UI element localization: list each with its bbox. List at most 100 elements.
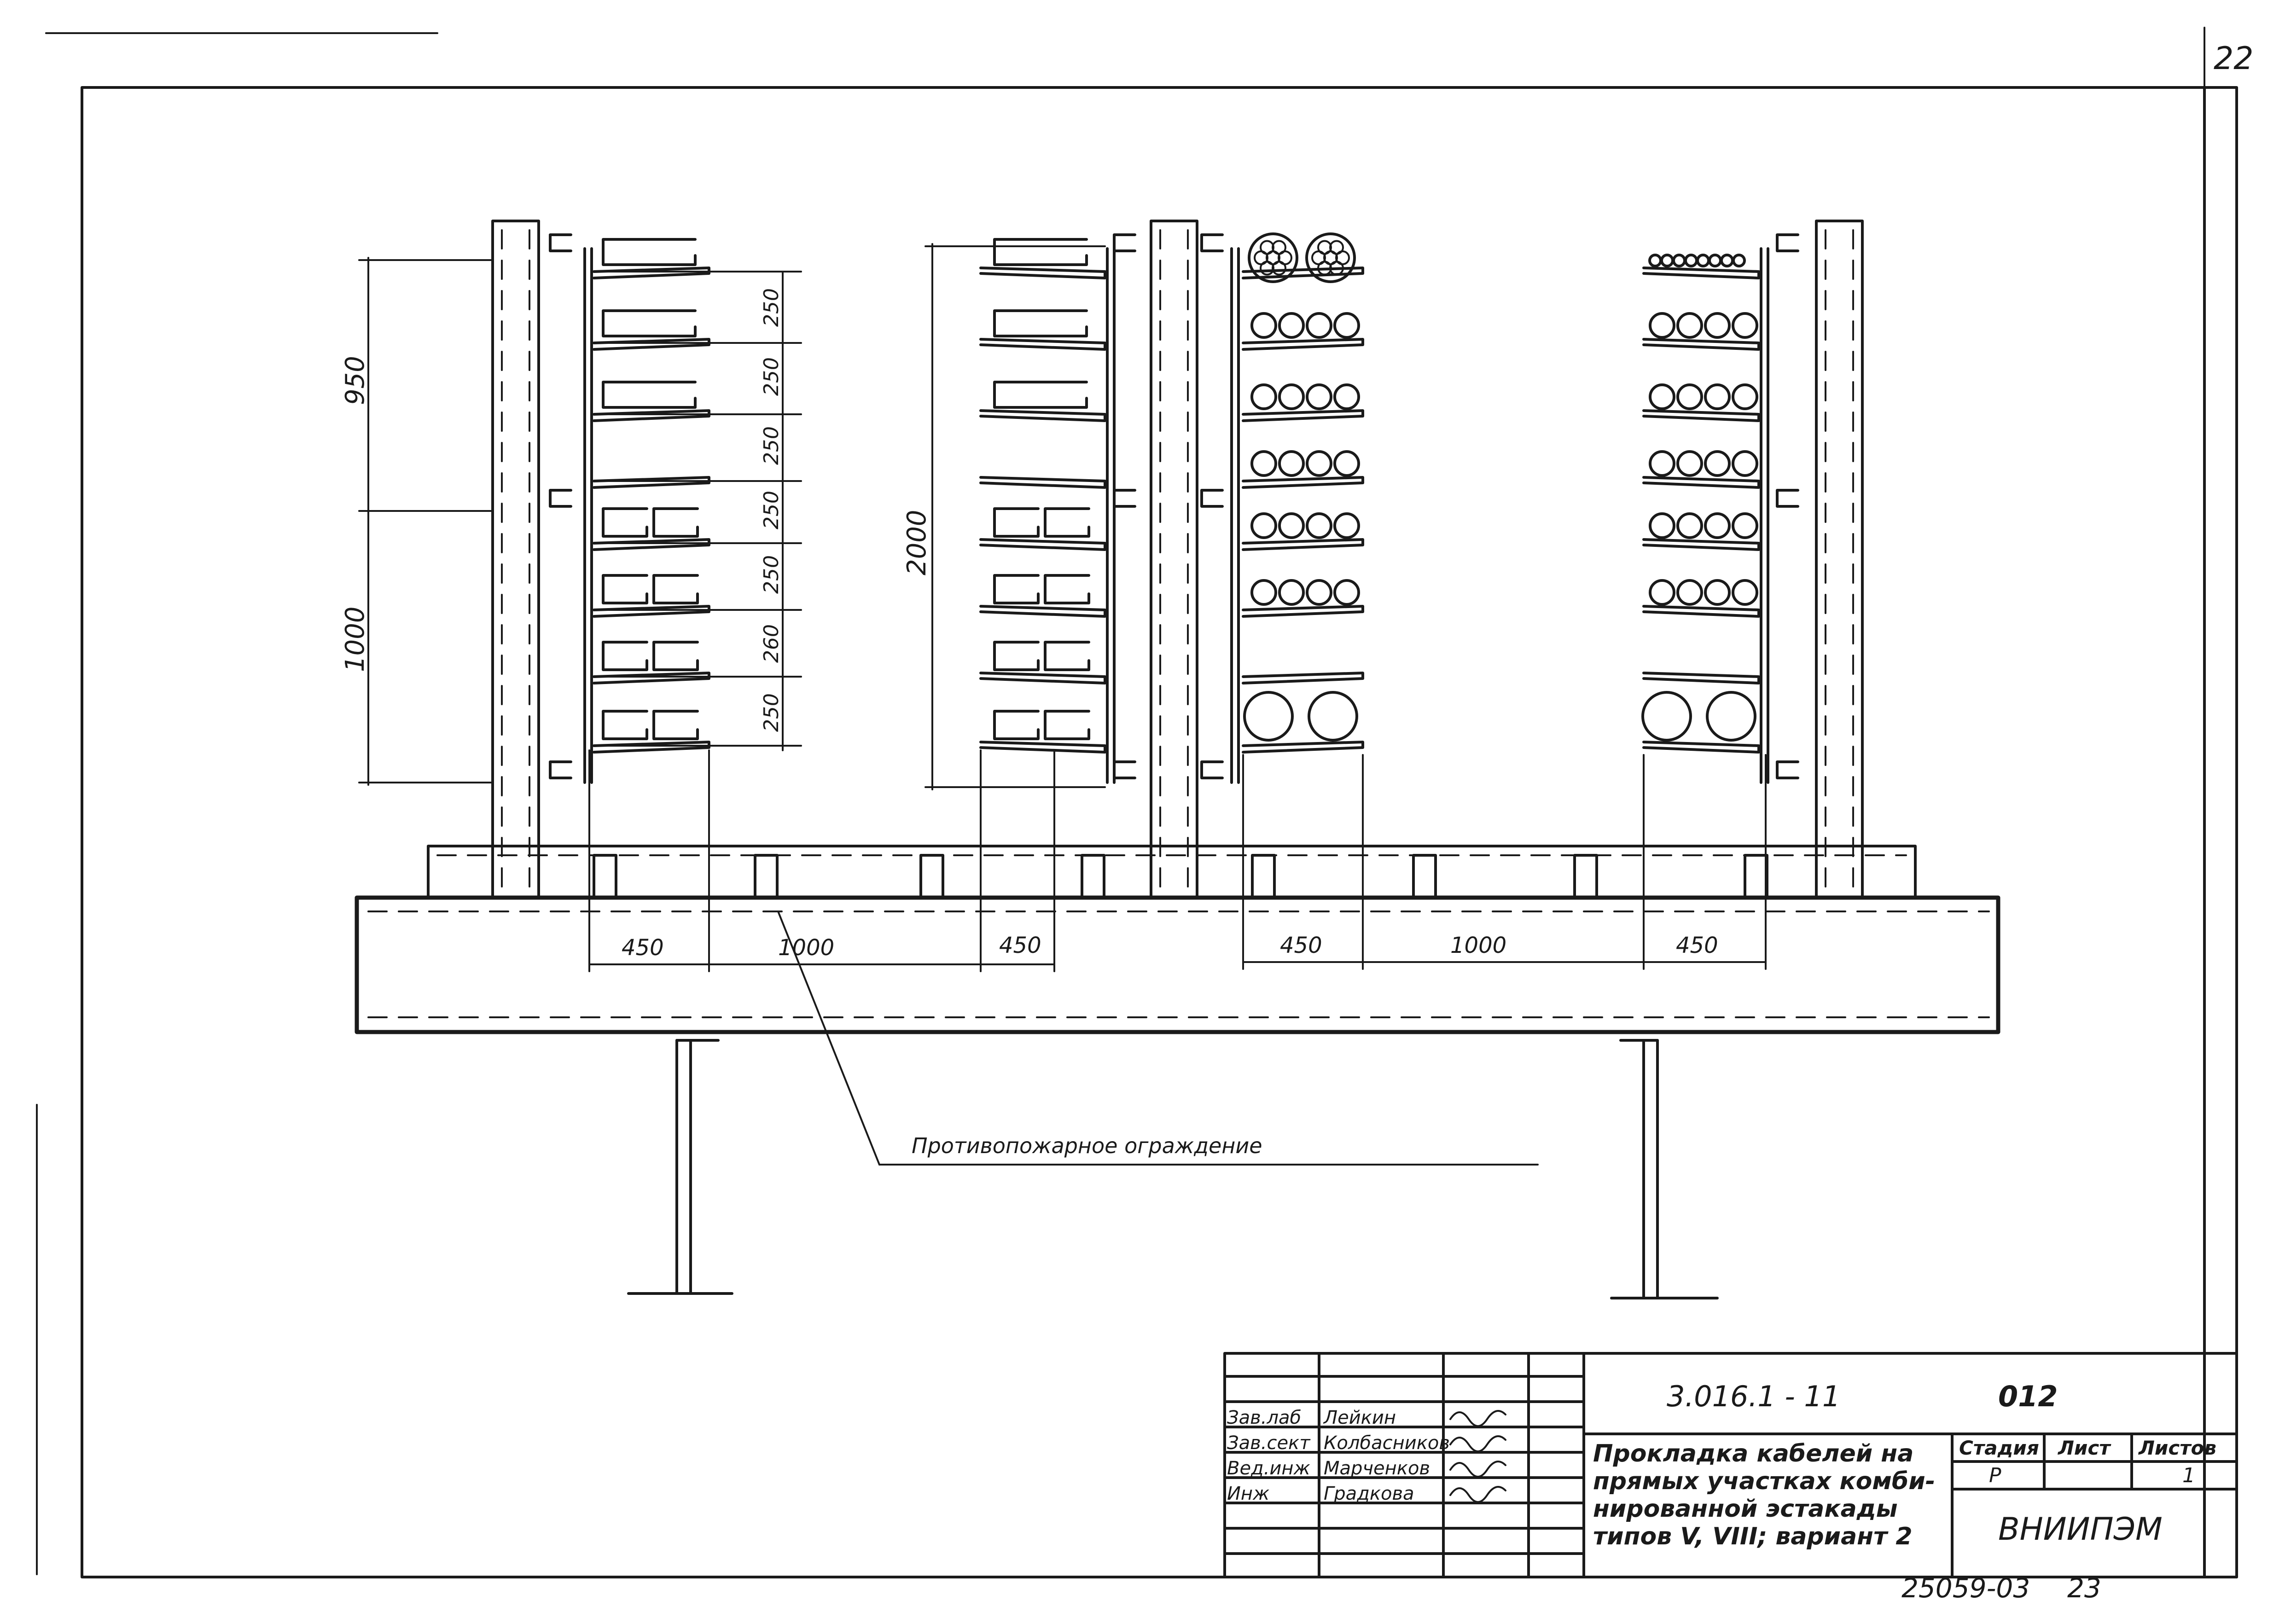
shelf — [979, 538, 1106, 551]
round-cable — [1306, 579, 1332, 606]
shelf — [1642, 476, 1760, 489]
channel-cable — [602, 507, 648, 538]
channel-cable — [652, 574, 699, 604]
round-cable — [1333, 312, 1360, 339]
shelf-posts — [583, 247, 1769, 784]
round-cable — [1732, 512, 1758, 539]
channel-cable — [602, 641, 648, 671]
staff-role: Зав.лаб — [1227, 1407, 1301, 1428]
dim-bottom-right-2: 1000 — [1450, 933, 1506, 958]
shelf-spacing-label: 250 — [760, 426, 783, 465]
bracket — [1113, 233, 1136, 252]
shelf — [593, 538, 710, 551]
signature — [1449, 1461, 1506, 1478]
bracket — [1776, 489, 1799, 508]
bracket — [1776, 760, 1799, 779]
bracket — [1113, 489, 1136, 508]
bracket — [1776, 233, 1799, 252]
shelf — [593, 476, 710, 489]
round-cable — [1649, 383, 1675, 410]
channel-cable — [602, 381, 697, 409]
drawing-code: 012 — [1998, 1380, 2058, 1413]
fire-barrier-post — [919, 854, 944, 899]
fire-barrier-post — [1412, 854, 1437, 899]
rack-column-right — [1815, 220, 1864, 899]
round-cable — [1696, 254, 1710, 267]
round-cable — [1648, 254, 1662, 267]
stage-header: Стадия — [1959, 1437, 2039, 1459]
shelf — [979, 267, 1106, 279]
shelf-spacing-label: 250 — [760, 555, 783, 594]
round-cable — [1708, 254, 1722, 267]
round-cable — [1704, 579, 1731, 606]
shelf — [1242, 605, 1364, 618]
rack-column-left — [491, 220, 540, 899]
cable-core — [1266, 250, 1280, 265]
shelf — [1242, 741, 1364, 754]
sheets-value: 1 — [2182, 1464, 2195, 1487]
shelf — [593, 605, 710, 618]
round-cable — [1278, 312, 1305, 339]
round-cable — [1732, 254, 1746, 267]
shelf — [1642, 409, 1760, 422]
round-cable — [1243, 691, 1294, 742]
channel-cable — [993, 238, 1088, 266]
bracket — [1200, 489, 1224, 508]
round-cable — [1732, 579, 1758, 606]
dimension-lines — [358, 243, 1767, 972]
channel-cable — [602, 710, 648, 740]
round-cable — [1732, 383, 1758, 410]
round-cable — [1308, 691, 1358, 742]
round-cable — [1660, 254, 1674, 267]
designation: 3.016.1 - 11 — [1667, 1380, 1840, 1413]
column-axes — [501, 229, 1854, 894]
cable-bundle — [1305, 232, 1356, 283]
fire-barrier-post — [1081, 854, 1105, 899]
signature — [1449, 1486, 1506, 1503]
channel-cable — [993, 710, 1040, 740]
shelf — [1642, 338, 1760, 351]
round-cable — [1333, 579, 1360, 606]
staff-name: Лейкин — [1323, 1407, 1396, 1428]
fire-barrier-post — [754, 854, 779, 899]
bracket — [1200, 760, 1224, 779]
staff-name: Градкова — [1324, 1483, 1414, 1504]
signature — [1449, 1435, 1506, 1452]
round-cable — [1684, 254, 1698, 267]
round-cable — [1732, 450, 1758, 477]
round-cable — [1704, 512, 1731, 539]
bracket — [1200, 233, 1224, 252]
round-cable — [1676, 383, 1703, 410]
staff-role: Инж — [1227, 1483, 1269, 1504]
bracket — [549, 233, 572, 252]
fire-barriers — [593, 854, 1768, 899]
support-legs — [627, 1039, 1719, 1299]
shelf — [1642, 605, 1760, 618]
round-cable — [1720, 254, 1734, 267]
channel-cable — [602, 238, 697, 266]
page-number: 22 — [2214, 41, 2254, 77]
shelf — [593, 741, 710, 754]
round-cable — [1333, 450, 1360, 477]
round-cable — [1306, 450, 1332, 477]
cables — [602, 232, 1758, 742]
round-cable — [1278, 450, 1305, 477]
shelf-spacing-label: 250 — [760, 288, 783, 327]
channel-cable — [993, 309, 1088, 337]
channel-cable — [1044, 574, 1090, 604]
staff-name: Марченков — [1324, 1458, 1430, 1479]
shelf — [979, 672, 1106, 684]
dim-bottom-right-1: 450 — [1280, 933, 1322, 958]
channel-cable — [1044, 507, 1090, 538]
channel-cable — [993, 641, 1040, 671]
staff-role: Вед.инж — [1227, 1458, 1310, 1479]
staff-role: Зав.сект — [1227, 1433, 1311, 1454]
round-cable — [1649, 579, 1675, 606]
dim-left-lower: 1000 — [340, 606, 370, 672]
shelf-spacing-label: 260 — [760, 624, 783, 663]
fire-barrier-post — [1251, 854, 1276, 899]
shelf — [593, 267, 710, 279]
shelf — [1242, 672, 1364, 684]
